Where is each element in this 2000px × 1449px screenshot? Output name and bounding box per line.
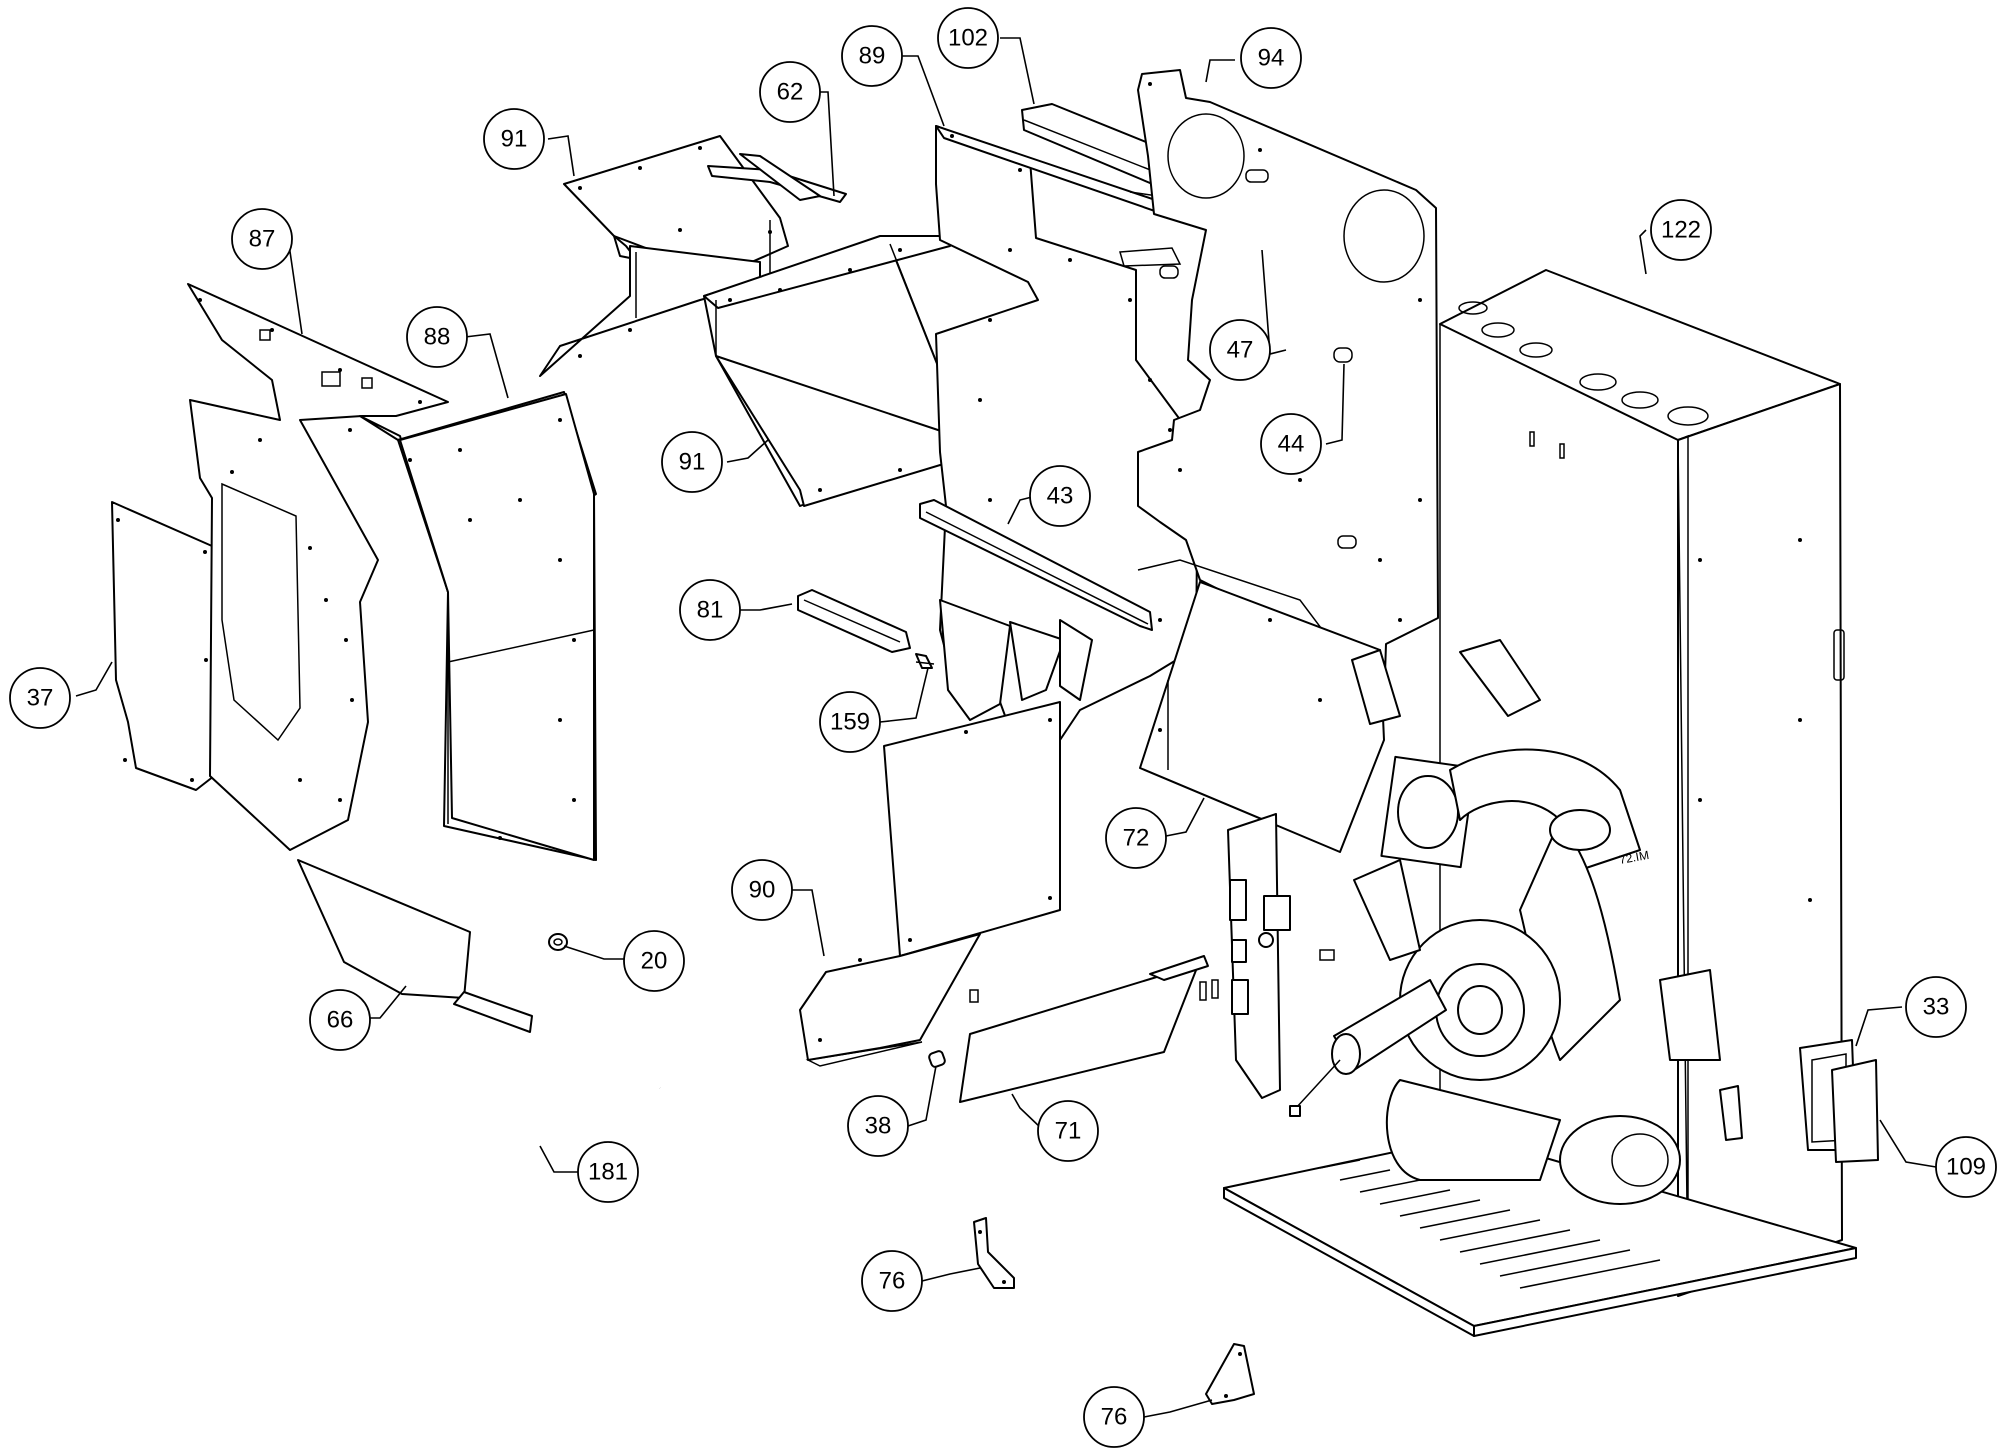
callout-122: 122: [1650, 199, 1712, 261]
leader-lines: [75, 37, 1937, 1418]
svg-text:71: 71: [1055, 1118, 1082, 1145]
part-90-panel: [799, 701, 1061, 1067]
part-181-hose: [491, 1035, 663, 1183]
callout-109: 109: [1935, 1136, 1997, 1198]
part-88-panel: [359, 391, 597, 861]
svg-text:38: 38: [865, 1113, 892, 1140]
part-43-rail: [919, 499, 1153, 631]
part-159-screw: [915, 653, 935, 669]
part-76-bracket-upper: [973, 1217, 1015, 1289]
callout-20: 20: [623, 930, 685, 992]
part-label-72im: 72.IM: [1618, 848, 1650, 867]
callout-43: 43: [1029, 465, 1091, 527]
svg-text:181: 181: [588, 1159, 628, 1186]
callout-181: 181: [577, 1141, 639, 1203]
part-81-bracket: [797, 589, 911, 653]
svg-text:91: 91: [679, 449, 706, 476]
base-tray: [1223, 1135, 1857, 1337]
svg-text:89: 89: [859, 43, 886, 70]
svg-text:62: 62: [777, 79, 804, 106]
part-71-deflector: [959, 955, 1219, 1103]
svg-text:37: 37: [27, 685, 54, 712]
svg-text:72: 72: [1123, 825, 1150, 852]
svg-text:90: 90: [749, 877, 776, 904]
tray-slots: [1319, 1159, 1661, 1289]
callout-90: 90: [731, 859, 793, 921]
svg-text:76: 76: [879, 1268, 906, 1295]
part-72-panel: [1139, 581, 1385, 853]
callout-88: 88: [406, 306, 468, 368]
callout-94: 94: [1240, 27, 1302, 89]
control-board: [1227, 813, 1335, 1099]
svg-text:159: 159: [830, 709, 870, 736]
callout-91-lower: 91: [661, 431, 723, 493]
svg-text:109: 109: [1946, 1154, 1986, 1181]
blower-assembly: 72.IM: [1289, 639, 1743, 1205]
svg-text:87: 87: [249, 226, 276, 253]
callout-76-lower: 76: [1083, 1386, 1145, 1448]
callout-37: 37: [9, 667, 71, 729]
callout-89: 89: [841, 25, 903, 87]
part-38-plug: [928, 1050, 946, 1068]
callouts: 37 87 88 91 62 89 102 94 122 47 44 91 43…: [9, 7, 1997, 1448]
callout-91-upper: 91: [483, 108, 545, 170]
callout-66: 66: [309, 989, 371, 1051]
callout-47: 47: [1209, 319, 1271, 381]
svg-text:102: 102: [948, 25, 988, 52]
part-91-lower-baffle: [703, 235, 971, 507]
svg-text:44: 44: [1278, 431, 1305, 458]
svg-text:94: 94: [1258, 45, 1285, 72]
callout-87: 87: [231, 208, 293, 270]
callout-62: 62: [759, 61, 821, 123]
svg-text:43: 43: [1047, 483, 1074, 510]
part-109-door-cover: [1831, 1059, 1879, 1163]
part-37-panel: [111, 501, 215, 791]
callout-71: 71: [1037, 1100, 1099, 1162]
callout-44: 44: [1260, 413, 1322, 475]
svg-text:88: 88: [424, 324, 451, 351]
svg-text:20: 20: [641, 948, 668, 975]
center-lower-plates: [939, 599, 1093, 721]
svg-text:33: 33: [1923, 994, 1950, 1021]
part-76-bracket-lower: [1205, 1343, 1255, 1405]
svg-text:76: 76: [1101, 1404, 1128, 1431]
part-94-rear-panel: [1137, 69, 1439, 705]
part-62-strap: [707, 153, 847, 203]
callout-72: 72: [1105, 807, 1167, 869]
callout-81: 81: [679, 579, 741, 641]
part-20-grommet: [548, 933, 568, 951]
callout-38: 38: [847, 1095, 909, 1157]
callout-33: 33: [1905, 976, 1967, 1038]
part-66-deflector: [297, 859, 533, 1033]
svg-text:66: 66: [327, 1007, 354, 1034]
svg-text:122: 122: [1661, 217, 1701, 244]
svg-text:91: 91: [501, 126, 528, 153]
callout-102: 102: [937, 7, 999, 69]
part-87-panel: [187, 283, 449, 851]
svg-text:81: 81: [697, 597, 724, 624]
callout-76-upper: 76: [861, 1250, 923, 1312]
svg-text:47: 47: [1227, 337, 1254, 364]
callout-159: 159: [819, 691, 881, 753]
